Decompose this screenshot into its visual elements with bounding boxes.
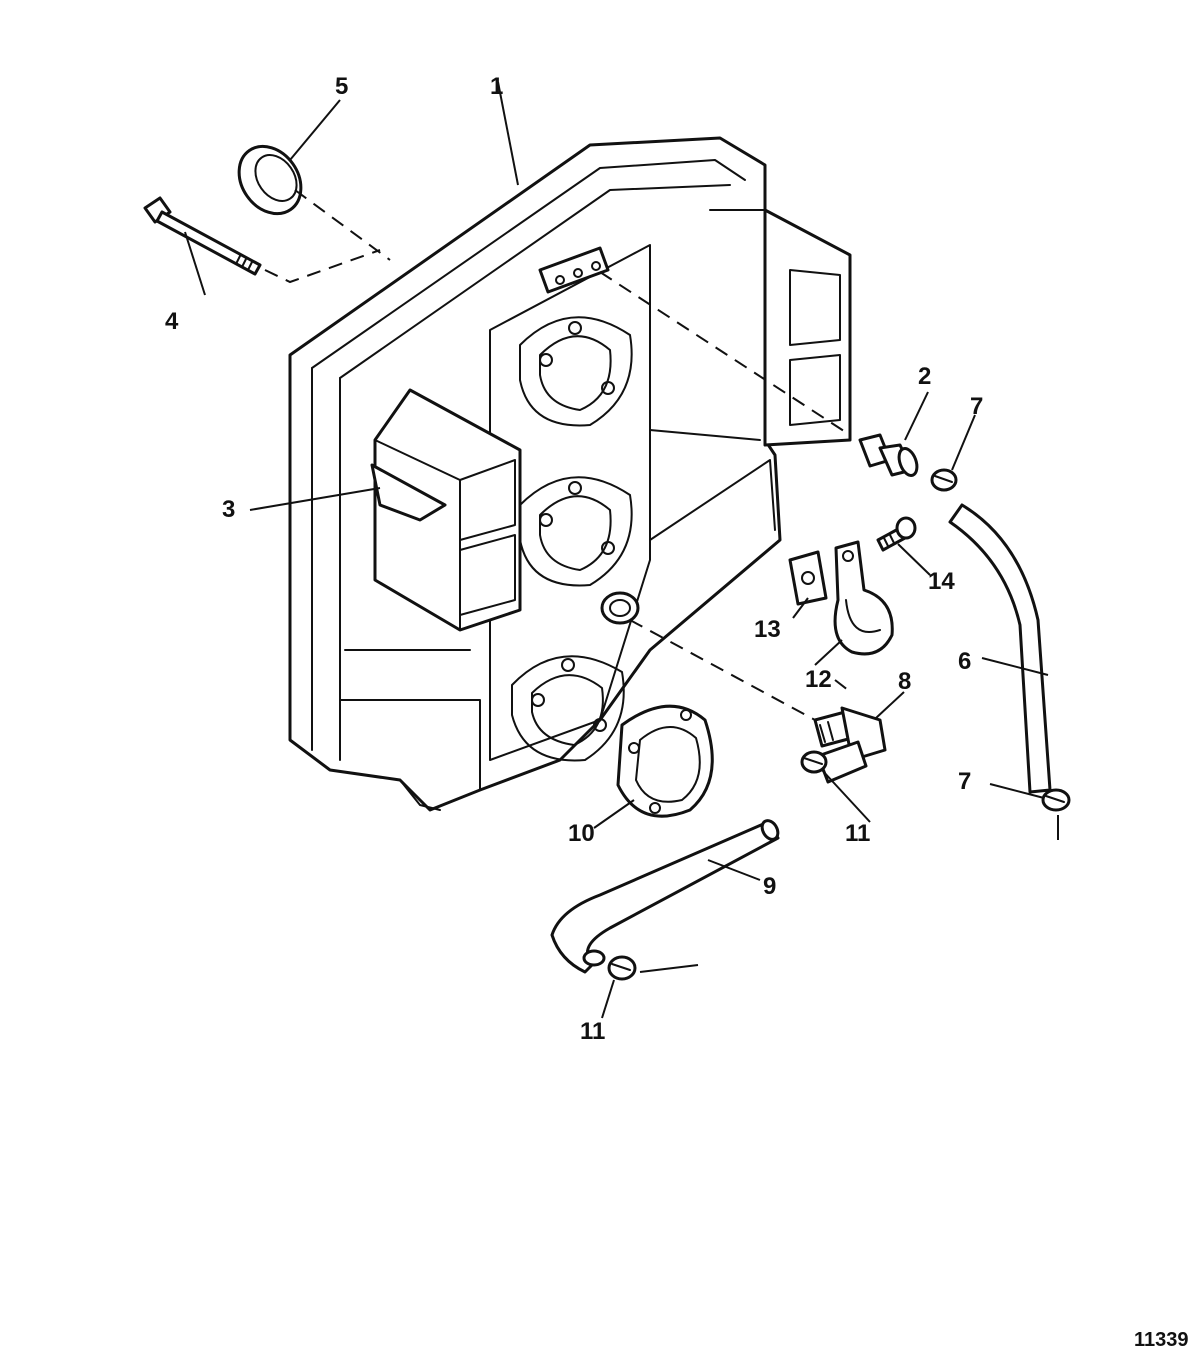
callout-5: 5: [335, 73, 349, 100]
elbow-fitting: [813, 706, 887, 784]
callout-8: 8: [898, 668, 912, 695]
housing-plate: [288, 136, 852, 812]
hose-right: [948, 503, 1052, 794]
port-flange-middle: [519, 476, 633, 587]
callout-9: 9: [763, 873, 777, 900]
callout-10: 10: [568, 820, 595, 847]
hose-clip: [833, 540, 894, 656]
nut-clip: [788, 550, 828, 606]
callout-7-lower: 7: [958, 768, 972, 795]
callout-2: 2: [918, 363, 932, 390]
callout-3: 3: [222, 496, 236, 523]
bolt: [143, 196, 262, 276]
callout-11-upper: 11: [845, 820, 871, 847]
callout-11-lower: 11: [580, 1018, 606, 1045]
callout-12: 12: [805, 666, 832, 693]
callout-14: 14: [928, 568, 955, 595]
hose-clamp-lower-right: [1041, 788, 1071, 812]
port-flange-top: [519, 316, 633, 427]
hose-bent: [550, 819, 780, 974]
hose-clamp-upper: [930, 468, 958, 492]
leader-lines: [184, 81, 1059, 1019]
callout-13: 13: [754, 616, 781, 643]
hose-clamp-lower: [607, 955, 637, 981]
callout-1: 1: [490, 73, 504, 100]
figure-number: 11339: [1134, 1329, 1189, 1351]
callout-6: 6: [958, 648, 972, 675]
callout-7-upper: 7: [970, 393, 984, 420]
screw: [876, 516, 917, 552]
fitting-upper: [858, 433, 919, 477]
gasket: [616, 704, 714, 818]
hose-clamp-middle: [800, 750, 828, 774]
callout-4: 4: [165, 308, 179, 335]
port-flange-bottom: [511, 655, 625, 762]
assembly-lines: [264, 189, 851, 721]
grommet: [237, 144, 303, 216]
